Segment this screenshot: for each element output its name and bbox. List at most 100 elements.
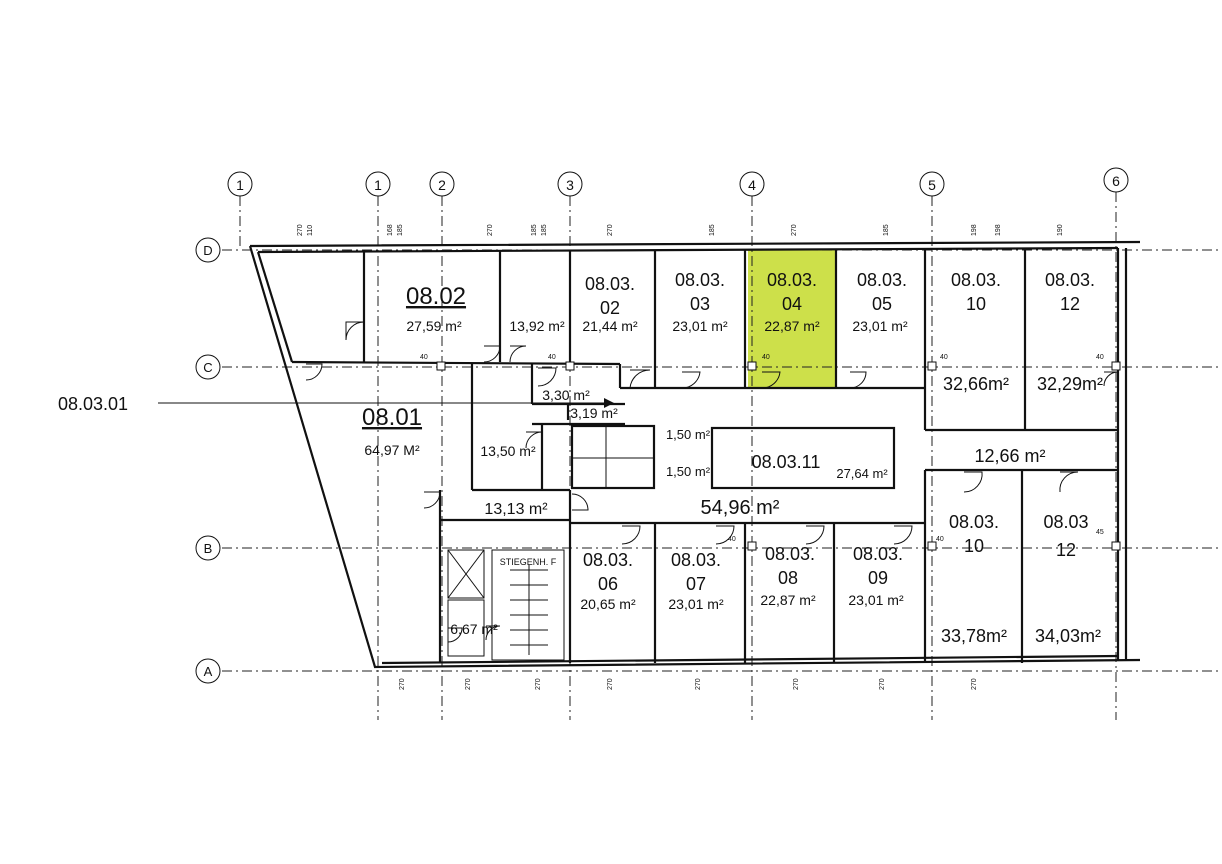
room-area: 22,87 m²	[764, 318, 820, 334]
svg-text:C: C	[203, 360, 212, 375]
axis-bubble-col-1b: 1	[365, 171, 391, 197]
room-area: 64,97 M²	[364, 442, 420, 458]
dim-small-3: 40	[762, 354, 770, 361]
axis-bubble-col-2: 2	[429, 171, 455, 197]
svg-text:D: D	[203, 243, 212, 258]
axis-bubble-col-1a: 1	[227, 171, 253, 197]
room-id-l1: 08.03	[1043, 512, 1088, 532]
dim-small-1: 40	[420, 354, 428, 361]
room-id-l2: 10	[964, 536, 984, 556]
axis-bubble-row-b: B	[195, 535, 221, 561]
dim-bottom-6: 270	[793, 678, 800, 690]
dim-top-4: 185	[397, 224, 404, 236]
room-id-l2: 06	[598, 574, 618, 594]
dim-bottom-3: 270	[535, 678, 542, 690]
room-id-l2: 05	[872, 294, 892, 314]
dim-bottom-2: 270	[465, 678, 472, 690]
stair-label: STIEGENH. F	[500, 557, 557, 567]
dim-top-10: 270	[791, 224, 798, 236]
room-area-319: 3,19 m²	[570, 405, 618, 421]
callout-080301: 08.03.01	[58, 394, 614, 414]
room-id-l2: 10	[966, 294, 986, 314]
room-id: 08.03.11	[752, 452, 821, 472]
room-0801: 08.01 64,97 M²	[362, 404, 422, 458]
room-area-1266: 12,66 m²	[974, 446, 1045, 466]
room-id-l2: 02	[600, 298, 620, 318]
axis-bubble-row-c: C	[195, 354, 221, 380]
room-id-l2: 12	[1060, 294, 1080, 314]
dim-top-12: 198	[971, 224, 978, 236]
room-080303: 08.03. 03 23,01 m²	[672, 270, 728, 334]
dim-small-2: 40	[548, 354, 556, 361]
dim-top-6: 185	[531, 224, 538, 236]
room-id-l1: 08.03.	[585, 274, 635, 294]
room-id-l1: 08.03.	[675, 270, 725, 290]
dim-top-8: 270	[607, 224, 614, 236]
room-area: 23,01 m²	[668, 596, 724, 612]
dim-top-1: 270	[297, 224, 304, 236]
room-id-l1: 08.03.	[765, 544, 815, 564]
room-area: 20,65 m²	[580, 596, 636, 612]
axis-bubble-col-5: 5	[919, 171, 945, 197]
room-area: 33,78m²	[941, 626, 1007, 646]
dim-small-7: 40	[936, 536, 944, 543]
doors	[305, 321, 1119, 643]
dim-top-3: 168	[387, 224, 394, 236]
svg-text:6: 6	[1112, 173, 1120, 189]
axis-bubble-col-3: 3	[557, 171, 583, 197]
room-080306: 08.03. 06 20,65 m²	[580, 550, 636, 612]
room-area: 27,64 m²	[836, 466, 888, 481]
room-id-l2: 03	[690, 294, 710, 314]
room-id-l1: 08.03.	[949, 512, 999, 532]
room-id-l2: 12	[1056, 540, 1076, 560]
svg-text:B: B	[204, 541, 213, 556]
axis-bubble-row-d: D	[195, 237, 221, 263]
walls	[248, 240, 1141, 669]
axis-bubble-col-6: 6	[1103, 167, 1129, 193]
svg-text:4: 4	[748, 177, 756, 193]
room-labels: 08.02 27,59 m² 13,92 m² 08.03. 02 21,44 …	[362, 270, 1103, 646]
room-id-l1: 08.03.	[857, 270, 907, 290]
room-area: 27,59 m²	[406, 318, 462, 334]
room-080302: 08.03. 02 21,44 m²	[582, 274, 638, 334]
dim-bottom-1: 270	[399, 678, 406, 690]
room-area-667: 6,67 m²	[450, 621, 498, 637]
dim-bottom-7: 270	[879, 678, 886, 690]
room-area: 23,01 m²	[672, 318, 728, 334]
room-id: 08.01	[362, 404, 422, 431]
dim-top-5: 270	[487, 224, 494, 236]
room-area: 23,01 m²	[848, 592, 904, 608]
room-id-l2: 07	[686, 574, 706, 594]
axis-bubble-col-4: 4	[739, 171, 765, 197]
svg-text:2: 2	[438, 177, 446, 193]
callout-label: 08.03.01	[58, 394, 128, 414]
room-id-l1: 08.03.	[583, 550, 633, 570]
room-id: 08.02	[406, 283, 466, 310]
room-id-l1: 08.03.	[767, 270, 817, 290]
highlighted-room-fill	[748, 250, 836, 387]
room-area: 23,01 m²	[852, 318, 908, 334]
dim-small-6: 40	[728, 536, 736, 543]
room-area-150b: 1,50 m²	[666, 464, 711, 479]
room-id-l1: 08.03.	[1045, 270, 1095, 290]
room-080310-upper: 08.03. 10 32,66m²	[943, 270, 1009, 394]
room-id-l2: 09	[868, 568, 888, 588]
room-area: 22,87 m²	[760, 592, 816, 608]
svg-text:1: 1	[236, 177, 244, 193]
svg-text:1: 1	[374, 177, 382, 193]
room-area-1350: 13,50 m²	[480, 443, 536, 459]
dim-small-5: 40	[1096, 354, 1104, 361]
room-area: 32,29m²	[1037, 374, 1103, 394]
room-080310-lower: 08.03. 10 33,78m²	[941, 512, 1007, 646]
room-080312-lower: 08.03 12 34,03m²	[1035, 512, 1101, 646]
dim-top-2: 110	[307, 225, 314, 236]
dimension-annotations: 40 40 40 40 40 40 40 45 270 110 168 185 …	[297, 224, 1104, 690]
dim-bottom-5: 270	[695, 678, 702, 690]
room-area: 21,44 m²	[582, 318, 638, 334]
dim-top-13: 198	[995, 224, 1002, 236]
room-area: 32,66m²	[943, 374, 1009, 394]
svg-text:3: 3	[566, 177, 574, 193]
dim-top-14: 190	[1057, 224, 1064, 236]
dim-top-11: 185	[883, 224, 890, 236]
